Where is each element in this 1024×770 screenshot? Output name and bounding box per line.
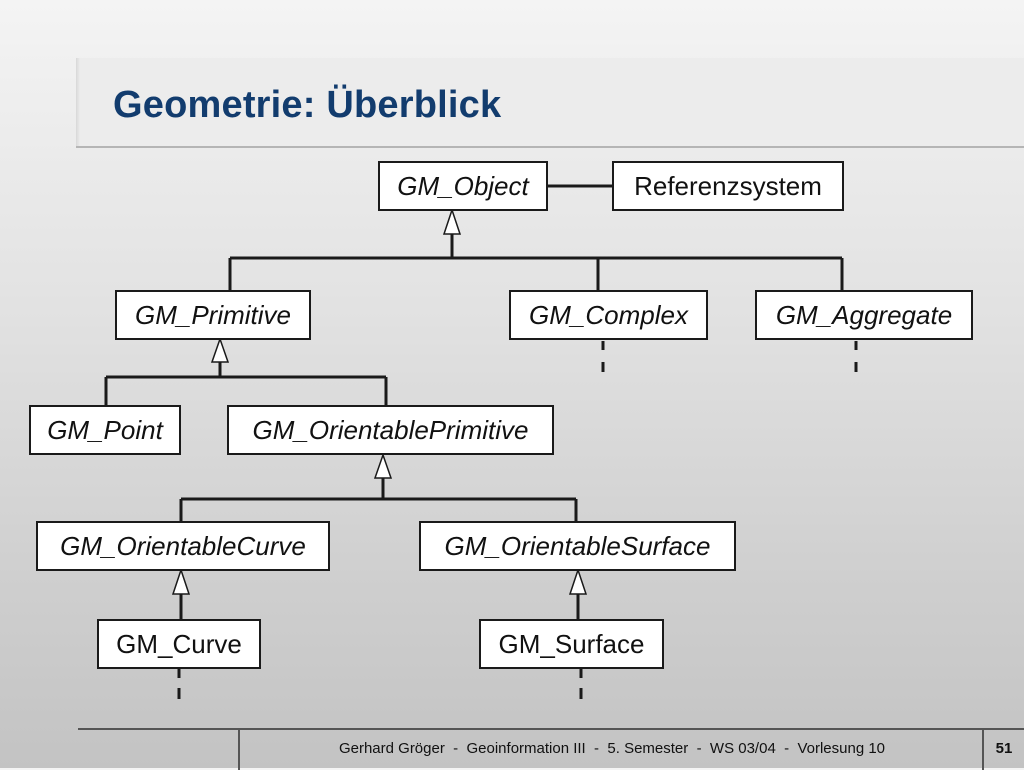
slide-footer: Gerhard Gröger - Geoinformation III - 5.… xyxy=(78,728,1024,770)
slide-title: Geometrie: Überblick xyxy=(113,84,502,126)
generalization-arrowhead xyxy=(373,452,393,479)
class-box-gm-aggregate: GM_Aggregate xyxy=(755,290,973,340)
class-box-gm-point: GM_Point xyxy=(29,405,181,455)
class-box-referenzsystem: Referenzsystem xyxy=(612,161,844,211)
generalization-arrowhead xyxy=(568,567,588,595)
footer-text: Gerhard Gröger - Geoinformation III - 5.… xyxy=(338,740,886,757)
title-band xyxy=(76,58,1024,148)
footer-divider xyxy=(982,730,984,770)
class-box-gm-orientable-primitive: GM_OrientablePrimitive xyxy=(227,405,554,455)
class-box-gm-orientable-surface: GM_OrientableSurface xyxy=(419,521,736,571)
class-box-gm-object: GM_Object xyxy=(378,161,548,211)
generalization-arrowhead xyxy=(210,336,230,363)
generalization-arrowhead xyxy=(171,567,191,595)
generalization-arrowhead xyxy=(442,207,462,235)
page-number: 51 xyxy=(995,740,1013,757)
footer-divider xyxy=(238,730,240,770)
class-box-gm-orientable-curve: GM_OrientableCurve xyxy=(36,521,330,571)
class-box-gm-primitive: GM_Primitive xyxy=(115,290,311,340)
class-box-gm-complex: GM_Complex xyxy=(509,290,708,340)
class-box-gm-surface: GM_Surface xyxy=(479,619,664,669)
class-box-gm-curve: GM_Curve xyxy=(97,619,261,669)
